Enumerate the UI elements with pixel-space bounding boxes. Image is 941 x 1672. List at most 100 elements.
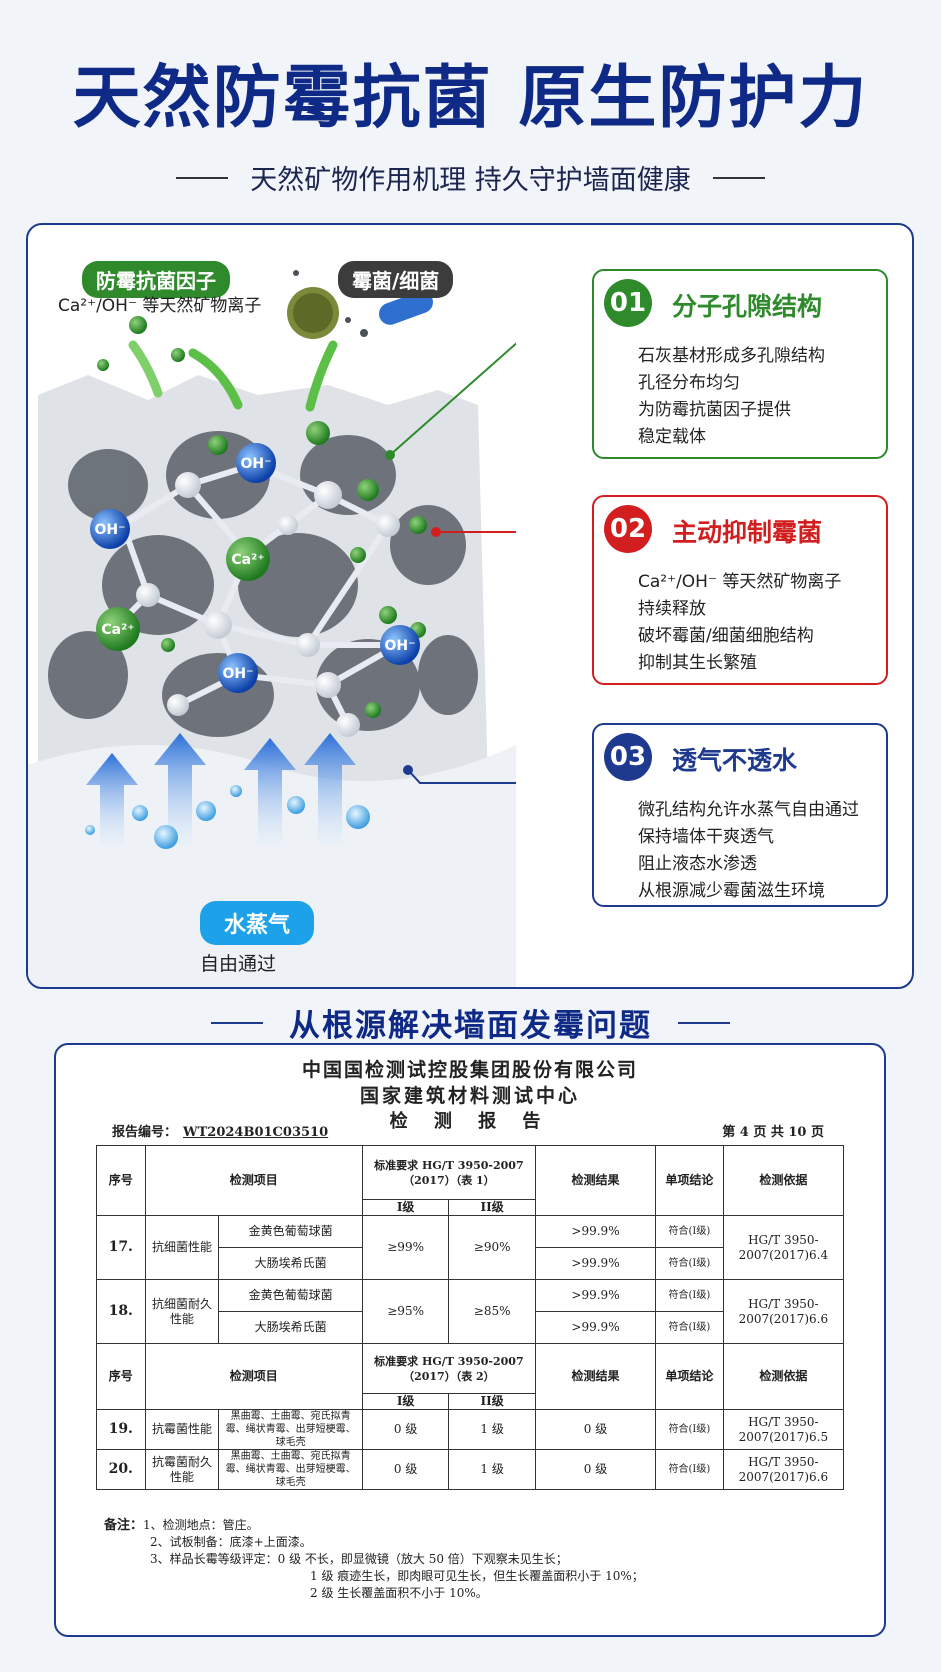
feature-line: 保持墙体干爽透气 xyxy=(638,827,774,847)
ion-oh-label: OH⁻ xyxy=(384,638,415,654)
table-row: 大肠埃希氏菌 >99.9% 符合(I级) xyxy=(97,1311,844,1344)
report-center: 国家建筑材料测试中心 xyxy=(359,1085,580,1107)
row-basis: HG/T 3950-2007(2017)6.6 xyxy=(722,1449,845,1490)
header-item: 检测项目 xyxy=(144,1145,363,1216)
table-header-subrow: I级 II级 xyxy=(97,1393,844,1410)
ion-ca-label: Ca²⁺ xyxy=(231,552,264,568)
row-conclusion: 符合(I级) xyxy=(655,1311,724,1344)
divider-right xyxy=(678,1021,730,1024)
notes-label: 备注： xyxy=(104,1518,144,1533)
feature-line: 微孔结构允许水蒸气自由通过 xyxy=(638,800,859,820)
table-row: 大肠埃希氏菌 >99.9% 符合(I级) xyxy=(97,1247,844,1280)
row-level-2: 1 级 xyxy=(448,1449,536,1490)
row-subitem: 大肠埃希氏菌 xyxy=(218,1311,363,1344)
table-row: 19. 抗霉菌性能 黑曲霉、土曲霉、宛氏拟青霉、绳状青霉、出芽短梗霉、球毛壳 0… xyxy=(96,1409,845,1450)
report-notes: 备注：1、检测地点：管庄。 2、试板制备：底漆+上面漆。 3、样品长霉等级评定：… xyxy=(104,1517,644,1602)
row-basis: HG/T 3950-2007(2017)6.4 xyxy=(722,1215,845,1280)
row-subitem: 大肠埃希氏菌 xyxy=(218,1247,363,1280)
feature-line: 阻止液态水渗透 xyxy=(638,854,757,874)
mechanism-panel: OH⁻ OH⁻ OH⁻ OH⁻ Ca²⁺ Ca²⁺ xyxy=(26,223,914,989)
row-result: >99.9% xyxy=(534,1279,657,1312)
row-conclusion: 符合(I级) xyxy=(655,1449,724,1490)
row-basis: HG/T 3950-2007(2017)6.5 xyxy=(722,1409,845,1450)
feature-line: Ca²⁺/OH⁻ 等天然矿物离子 xyxy=(638,572,842,592)
feature-description: 微孔结构允许水蒸气自由通过 保持墙体干爽透气 阻止液态水渗透 从根源减少霉菌滋生… xyxy=(638,797,859,905)
row-item: 抗细菌耐久性能 xyxy=(144,1279,220,1344)
note-line: 2 级 生长覆盖面积不小于 10%。 xyxy=(310,1586,488,1600)
mineral-structure-graphic: OH⁻ OH⁻ OH⁻ OH⁻ Ca²⁺ Ca²⁺ xyxy=(28,270,563,987)
feature-title: 主动抑制霉菌 xyxy=(672,518,823,547)
feature-line: 为防霉抗菌因子提供 xyxy=(638,400,791,420)
note-line: 3、样品长霉等级评定：0 级 不长，即显微镜（放大 50 倍）下观察未见生长； xyxy=(150,1552,568,1566)
header-basis: 检测依据 xyxy=(722,1343,845,1410)
row-seq: 18. xyxy=(96,1279,146,1344)
report-number: 报告编号： WT2024B01C03510 xyxy=(112,1121,328,1140)
report-org: 中国国检测试控股集团股份有限公司 xyxy=(301,1059,638,1081)
header-result: 检测结果 xyxy=(534,1145,657,1216)
row-result: >99.9% xyxy=(534,1215,657,1248)
mold-label: 霉菌/细菌 xyxy=(338,261,454,298)
ion-oh-label: OH⁻ xyxy=(222,666,253,682)
header-level-1: I级 xyxy=(361,1199,450,1216)
row-level-1: 0 级 xyxy=(361,1409,450,1450)
header-conclusion: 单项结论 xyxy=(655,1145,724,1216)
table-row: 17. 抗细菌性能 金黄色葡萄球菌 ≥99% ≥90% >99.9% 符合(I级… xyxy=(96,1215,845,1280)
table-row: 20. 抗霉菌耐久性能 黑曲霉、土曲霉、宛氏拟青霉、绳状青霉、出芽短梗霉、球毛壳… xyxy=(96,1449,845,1490)
feature-line: 破坏霉菌/细菌细胞结构 xyxy=(638,626,814,646)
table-header-row: 序号 检测项目 标准要求 HG/T 3950-2007（2017）（表 1） 检… xyxy=(96,1145,845,1216)
vapor-label: 水蒸气 xyxy=(200,901,315,945)
report-table: 序号 检测项目 标准要求 HG/T 3950-2007（2017）（表 1） 检… xyxy=(96,1145,845,1490)
test-report: 中国国检测试控股集团股份有限公司 国家建筑材料测试中心 检 测 报 告 报告编号… xyxy=(54,1043,886,1637)
feature-line: 抑制其生长繁殖 xyxy=(638,653,757,673)
header-standard: 标准要求 HG/T 3950-2007（2017）（表 2） xyxy=(361,1343,536,1394)
header-level-2: II级 xyxy=(448,1393,536,1410)
row-subitem: 金黄色葡萄球菌 xyxy=(218,1279,363,1312)
row-conclusion: 符合(I级) xyxy=(655,1215,724,1248)
row-basis: HG/T 3950-2007(2017)6.6 xyxy=(722,1279,845,1344)
feature-card-breathable: 03 透气不透水 微孔结构允许水蒸气自由通过 保持墙体干爽透气 阻止液态水渗透 … xyxy=(592,723,888,907)
report-number-label: 报告编号： xyxy=(112,1125,178,1140)
row-level-2: ≥90% xyxy=(448,1215,536,1280)
vapor-caption: 自由通过 xyxy=(200,953,277,975)
row-result: >99.9% xyxy=(534,1247,657,1280)
feature-line: 孔径分布均匀 xyxy=(638,373,740,393)
row-seq: 19. xyxy=(96,1409,146,1450)
feature-card-pore-structure: 01 分子孔隙结构 石灰基材形成多孔隙结构 孔径分布均匀 为防霉抗菌因子提供 稳… xyxy=(592,269,888,459)
row-item: 抗细菌性能 xyxy=(144,1215,220,1280)
feature-line: 从根源减少霉菌滋生环境 xyxy=(638,881,825,901)
header-standard: 标准要求 HG/T 3950-2007（2017）（表 1） xyxy=(361,1145,536,1200)
row-subitem: 黑曲霉、土曲霉、宛氏拟青霉、绳状青霉、出芽短梗霉、球毛壳 xyxy=(218,1409,363,1450)
row-seq: 20. xyxy=(96,1449,146,1490)
table-header-row: 序号 检测项目 标准要求 HG/T 3950-2007（2017）（表 2） 检… xyxy=(96,1343,845,1410)
table-row: 18. 抗细菌耐久性能 金黄色葡萄球菌 ≥95% ≥85% >99.9% 符合(… xyxy=(96,1279,845,1344)
ion-ca-label: Ca²⁺ xyxy=(101,622,134,638)
feature-description: 石灰基材形成多孔隙结构 孔径分布均匀 为防霉抗菌因子提供 稳定载体 xyxy=(638,343,825,451)
feature-line: 稳定载体 xyxy=(638,427,706,447)
row-result: >99.9% xyxy=(534,1311,657,1344)
header-level-1: I级 xyxy=(361,1393,450,1410)
feature-description: Ca²⁺/OH⁻ 等天然矿物离子 持续释放 破坏霉菌/细菌细胞结构 抑制其生长繁… xyxy=(638,569,841,677)
feature-title: 透气不透水 xyxy=(672,746,798,775)
report-number-value: WT2024B01C03510 xyxy=(183,1125,329,1140)
feature-line: 石灰基材形成多孔隙结构 xyxy=(638,346,825,366)
feature-number: 01 xyxy=(604,279,652,327)
header-item: 检测项目 xyxy=(144,1343,363,1410)
feature-number: 02 xyxy=(604,505,652,553)
feature-title: 分子孔隙结构 xyxy=(672,292,823,321)
row-result: 0 级 xyxy=(534,1449,657,1490)
header-seq: 序号 xyxy=(96,1343,146,1410)
row-level-2: 1 级 xyxy=(448,1409,536,1450)
factor-label: 防霉抗菌因子 xyxy=(82,261,230,298)
note-line: 2、试板制备：底漆+上面漆。 xyxy=(150,1535,312,1549)
section-title-text: 从根源解决墙面发霉问题 xyxy=(289,1008,652,1044)
row-conclusion: 符合(I级) xyxy=(655,1409,724,1450)
subheadline-text: 天然矿物作用机理 持久守护墙面健康 xyxy=(250,165,691,196)
divider-right xyxy=(712,176,765,179)
divider-left xyxy=(176,176,229,179)
row-result: 0 级 xyxy=(534,1409,657,1450)
row-conclusion: 符合(I级) xyxy=(655,1247,724,1280)
divider-left xyxy=(211,1021,263,1024)
row-subitem: 黑曲霉、土曲霉、宛氏拟青霉、绳状青霉、出芽短梗霉、球毛壳 xyxy=(218,1449,363,1490)
ion-oh-label: OH⁻ xyxy=(240,456,271,472)
row-subitem: 金黄色葡萄球菌 xyxy=(218,1215,363,1248)
